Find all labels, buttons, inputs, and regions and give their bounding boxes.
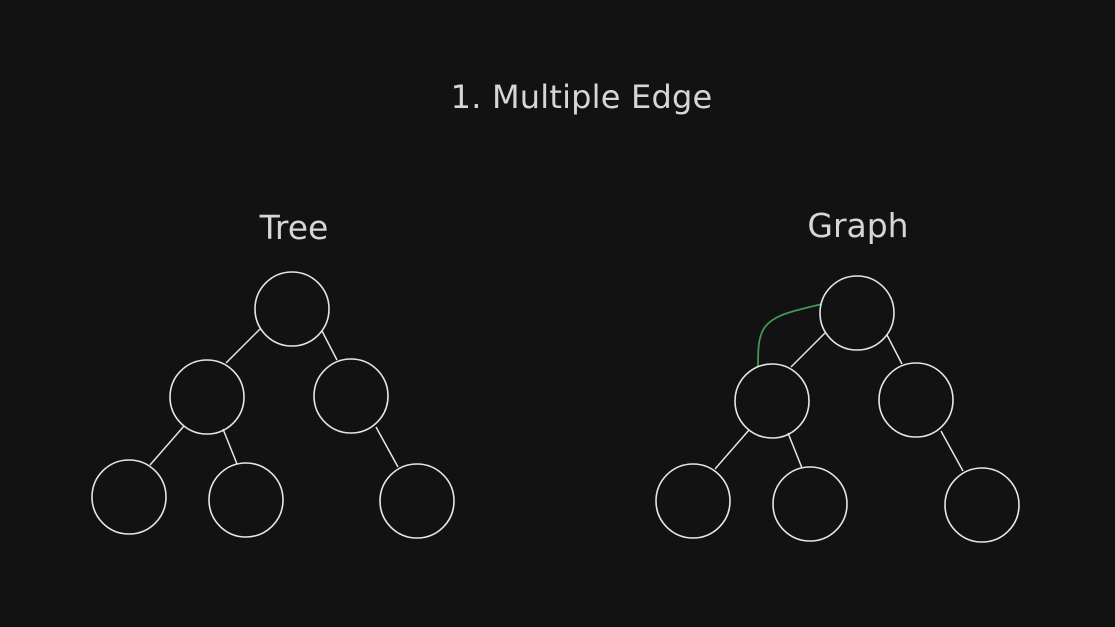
tree-node-left bbox=[169, 359, 245, 435]
graph-node-leaf-1 bbox=[655, 463, 731, 539]
graph-edge-root-right bbox=[886, 334, 903, 365]
graph-label: Graph bbox=[807, 206, 909, 245]
graph-edge-left-leftleaf bbox=[714, 429, 750, 470]
graph-node-root bbox=[819, 275, 895, 351]
tree-node-leaf-1 bbox=[91, 459, 167, 535]
tree-edge-root-left bbox=[225, 328, 261, 364]
tree-edge-left-midleaf bbox=[222, 428, 238, 465]
tree-edge-right-rightleaf bbox=[375, 426, 399, 468]
tree-diagram bbox=[91, 271, 455, 539]
graph-multiple-edge bbox=[757, 303, 823, 367]
tree-node-right bbox=[313, 358, 389, 434]
tree-label: Tree bbox=[259, 208, 329, 247]
tree-node-leaf-3 bbox=[379, 463, 455, 539]
tree-node-leaf-2 bbox=[208, 462, 284, 538]
graph-edge-left-midleaf bbox=[787, 432, 803, 469]
graph-edge-right-rightleaf bbox=[940, 430, 964, 472]
tree-edge-root-right bbox=[321, 330, 338, 361]
tree-node-root bbox=[254, 271, 330, 347]
graph-node-leaf-3 bbox=[944, 467, 1020, 543]
tree-edge-left-leftleaf bbox=[149, 425, 185, 466]
graph-diagram bbox=[655, 275, 1020, 543]
slide-title: 1. Multiple Edge bbox=[450, 78, 713, 116]
graph-node-right bbox=[878, 362, 954, 438]
graph-edge-root-left bbox=[790, 332, 826, 368]
graph-node-left bbox=[734, 363, 810, 439]
graph-node-leaf-2 bbox=[772, 466, 848, 542]
